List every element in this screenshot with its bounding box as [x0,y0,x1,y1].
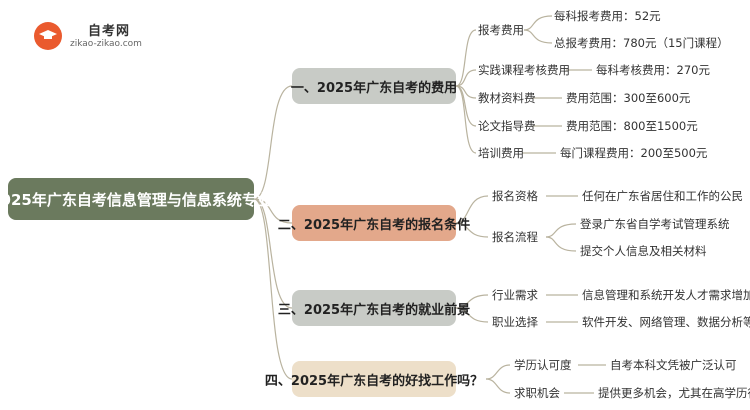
sub-training-fee: 培训费用 [478,146,524,160]
leaf-job-opportunity: 提供更多机会，尤其在高学历行业 [598,386,750,400]
leaf-process-login: 登录广东省自学考试管理系统 [580,217,730,231]
branch-job-prospects[interactable]: 四、2025年广东自考的好找工作吗？ [265,361,483,397]
leaf-career-choice: 软件开发、网络管理、数据分析等 [582,315,750,329]
leaf-textbook-fee: 费用范围：300至600元 [566,91,691,105]
leaf-industry-demand: 信息管理和系统开发人才需求增加 [582,288,750,302]
sub-job-opportunity: 求职机会 [514,386,560,400]
site-logo[interactable]: 自考网 zikao-zikao.com [34,20,164,52]
connector-b2-s2 [455,222,489,238]
connector-s1-l1 [523,15,553,31]
branch-employment[interactable]: 三、2025年广东自考的就业前景 [278,290,470,326]
sub-thesis-fee: 论文指导费 [478,119,536,133]
connector-b1-s5 [455,85,477,154]
leaf-exam-fee-per-subject: 每科报考费用：52元 [554,9,661,23]
leaf-process-submit: 提交个人信息及相关材料 [580,244,707,258]
graduation-cap-icon [34,22,62,50]
leaf-eligibility: 任何在广东省居住和工作的公民 [582,189,743,203]
sub-degree-recognition: 学历认可度 [514,358,572,372]
branch-registration[interactable]: 二、2025年广东自考的报名条件 [278,205,470,241]
connector-b2-s2-l2 [545,236,577,252]
root-node[interactable]: 2025年广东自考信息管理与信息系统专业 [0,178,272,220]
connector-b3-s2 [455,307,489,323]
sub-practice-fee: 实践课程考核费用 [478,63,570,77]
connector-b4-s2 [485,378,511,394]
sub-industry-demand: 行业需求 [492,288,538,302]
connector-b1-s2 [455,69,477,87]
connector-b2-s2-l1 [545,223,577,238]
leaf-degree-recognition: 自考本科文凭被广泛认可 [610,358,737,372]
sub-eligibility: 报名资格 [492,189,538,203]
sub-exam-fee: 报考费用 [478,23,524,37]
connector-b2-s1 [455,195,489,224]
leaf-practice-fee: 每科考核费用：270元 [596,63,710,77]
sub-career-choice: 职业选择 [492,315,538,329]
connector-b1-s1 [455,29,477,87]
leaf-training-fee: 每门课程费用：200至500元 [560,146,708,160]
connector-b3-s1 [455,294,489,309]
connector-root-b4 [253,198,293,380]
connector-root-b1 [253,85,293,200]
connector-s1-l2 [523,29,553,44]
connector-root-b2 [253,198,293,224]
leaf-thesis-fee: 费用范围：800至1500元 [566,119,698,133]
logo-url: zikao-zikao.com [70,39,142,49]
logo-name: 自考网 [88,24,131,39]
connector-root-b3 [253,198,293,309]
branch-fees[interactable]: 一、2025年广东自考的费用 [291,68,457,104]
leaf-exam-fee-total: 总报考费用：780元（15门课程） [554,36,729,50]
sub-textbook-fee: 教材资料费 [478,91,536,105]
connector-b4-s1 [485,364,511,380]
connector-b1-s4 [455,85,477,127]
sub-process: 报名流程 [492,230,538,244]
